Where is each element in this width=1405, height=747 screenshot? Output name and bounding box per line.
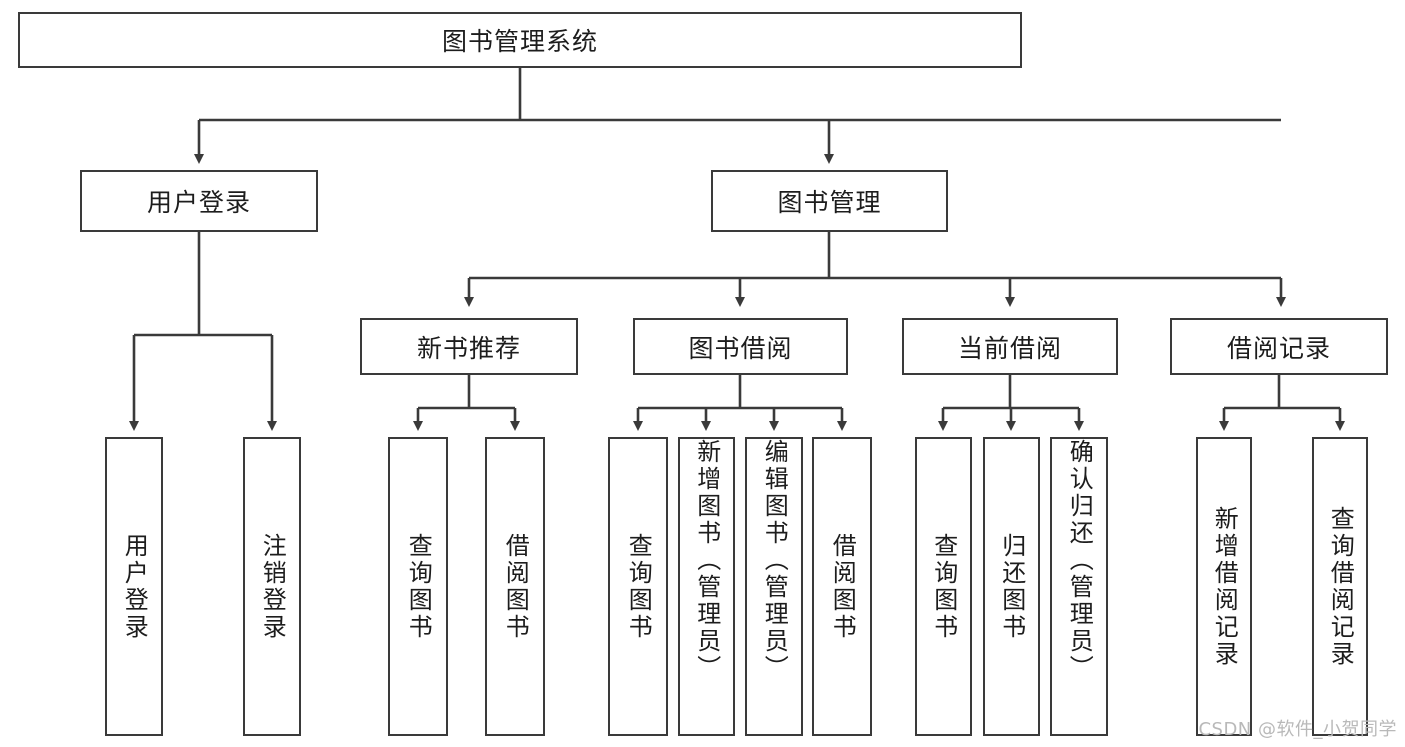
- leaf-borrow-book-recommend[interactable]: 借阅图书: [485, 437, 545, 736]
- node-label: 查询图书: [929, 532, 958, 641]
- node-new-book-recommend[interactable]: 新书推荐: [360, 318, 578, 375]
- node-label: 借阅记录: [1226, 333, 1331, 363]
- leaf-user-login[interactable]: 用户登录: [105, 437, 163, 736]
- node-borrow-record[interactable]: 借阅记录: [1170, 318, 1388, 375]
- node-label: 查询借阅记录: [1326, 505, 1355, 668]
- node-label: 用户登录: [120, 532, 149, 641]
- leaf-add-book-admin[interactable]: 新增图书（管理员）: [678, 437, 735, 736]
- leaf-add-borrow-record[interactable]: 新增借阅记录: [1196, 437, 1252, 736]
- node-label: 注销登录: [258, 532, 287, 641]
- leaf-query-book-current[interactable]: 查询图书: [915, 437, 972, 736]
- node-label: 图书管理系统: [441, 27, 598, 56]
- leaf-edit-book-admin[interactable]: 编辑图书（管理员）: [745, 437, 803, 736]
- leaf-confirm-return-admin[interactable]: 确认归还（管理员）: [1050, 437, 1108, 736]
- node-label: 借阅图书: [828, 532, 857, 641]
- node-label: 新增借阅记录: [1210, 505, 1239, 668]
- leaf-query-book-recommend[interactable]: 查询图书: [388, 437, 448, 736]
- node-label: 归还图书: [997, 532, 1026, 641]
- leaf-return-book[interactable]: 归还图书: [983, 437, 1040, 736]
- node-label: 新增图书（管理员）: [692, 439, 721, 682]
- node-root-system[interactable]: 图书管理系统: [18, 12, 1022, 68]
- node-label: 编辑图书（管理员）: [760, 439, 789, 682]
- node-label: 查询图书: [624, 532, 653, 641]
- node-user-login[interactable]: 用户登录: [80, 170, 318, 232]
- leaf-logout-login[interactable]: 注销登录: [243, 437, 301, 736]
- node-label: 用户登录: [146, 188, 251, 217]
- leaf-query-borrow-record[interactable]: 查询借阅记录: [1312, 437, 1368, 736]
- node-label: 确认归还（管理员）: [1065, 439, 1094, 682]
- node-current-borrow[interactable]: 当前借阅: [902, 318, 1118, 375]
- node-label: 图书借阅: [688, 333, 793, 363]
- leaf-query-book-borrow[interactable]: 查询图书: [608, 437, 668, 736]
- node-label: 新书推荐: [416, 333, 521, 363]
- node-label: 图书管理: [777, 188, 882, 217]
- leaf-borrow-book[interactable]: 借阅图书: [812, 437, 872, 736]
- node-label: 借阅图书: [501, 532, 530, 641]
- node-book-management[interactable]: 图书管理: [711, 170, 948, 232]
- node-label: 查询图书: [404, 532, 433, 641]
- node-label: 当前借阅: [957, 333, 1062, 363]
- node-book-borrow[interactable]: 图书借阅: [633, 318, 848, 375]
